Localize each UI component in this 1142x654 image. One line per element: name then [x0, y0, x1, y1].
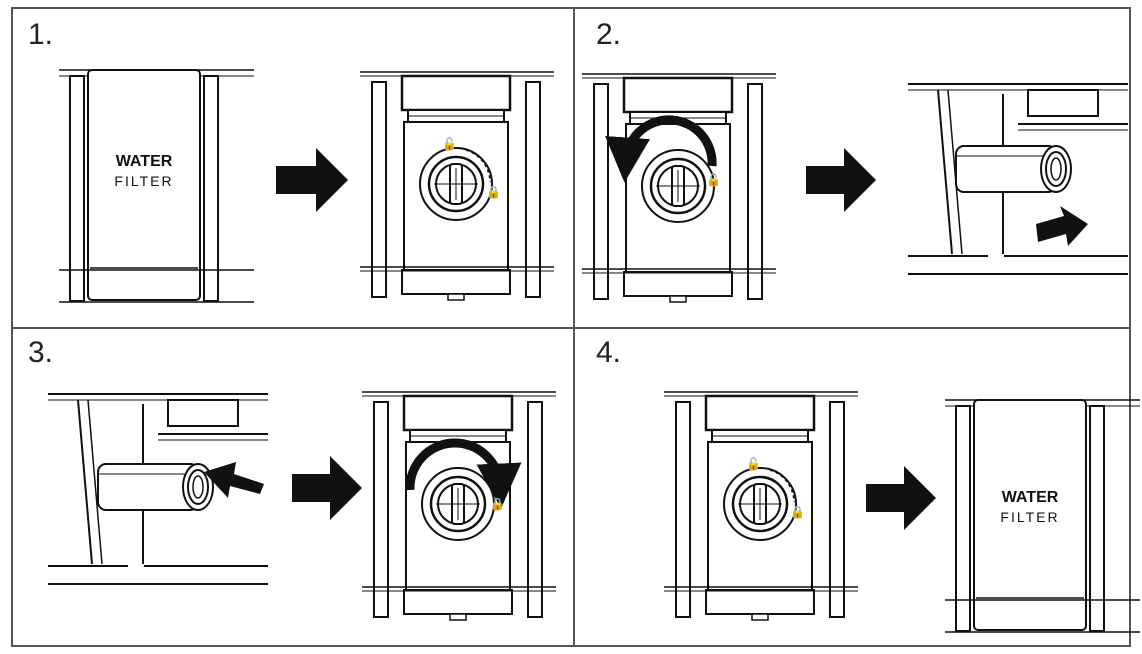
step-1-arrow-icon	[276, 148, 348, 212]
step-4-arrow-icon	[866, 466, 936, 530]
svg-text:🔒: 🔒	[486, 185, 501, 199]
step-4-cover-label-line1: WATER	[1002, 489, 1059, 506]
step-4-closed-cover: WATER FILTER	[945, 400, 1140, 632]
step-4-open-housing: 🔓 🔒	[664, 392, 858, 620]
step-3-arrow-icon	[292, 456, 362, 520]
svg-text:🔒: 🔒	[790, 505, 805, 519]
step-1-cover-label-line1: WATER	[116, 153, 173, 170]
step-2-pull-out-arrow-icon	[1036, 206, 1088, 246]
step-1-cover-label-line2: FILTER	[114, 173, 173, 189]
step-2-arrow-icon	[806, 148, 876, 212]
step-1-number: 1.	[28, 18, 53, 51]
svg-text:🔓: 🔓	[706, 173, 721, 187]
svg-text:🔒: 🔒	[490, 497, 505, 511]
step-2-side-view	[908, 84, 1128, 274]
step-3-number: 3.	[28, 336, 53, 369]
svg-text:🔓: 🔓	[746, 457, 761, 471]
svg-text:🔓: 🔓	[442, 137, 457, 151]
step-3-side-view	[48, 394, 268, 584]
step-4-number: 4.	[596, 336, 621, 369]
step-1-closed-cover: WATER FILTER	[59, 70, 254, 302]
step-3-open-housing: 🔒	[362, 392, 556, 620]
step-2-open-housing: 🔓	[582, 74, 776, 302]
step-1-open-housing: 🔓 🔒	[360, 72, 554, 300]
step-4-cover-label-line2: FILTER	[1000, 509, 1059, 525]
step-2-number: 2.	[596, 18, 621, 51]
